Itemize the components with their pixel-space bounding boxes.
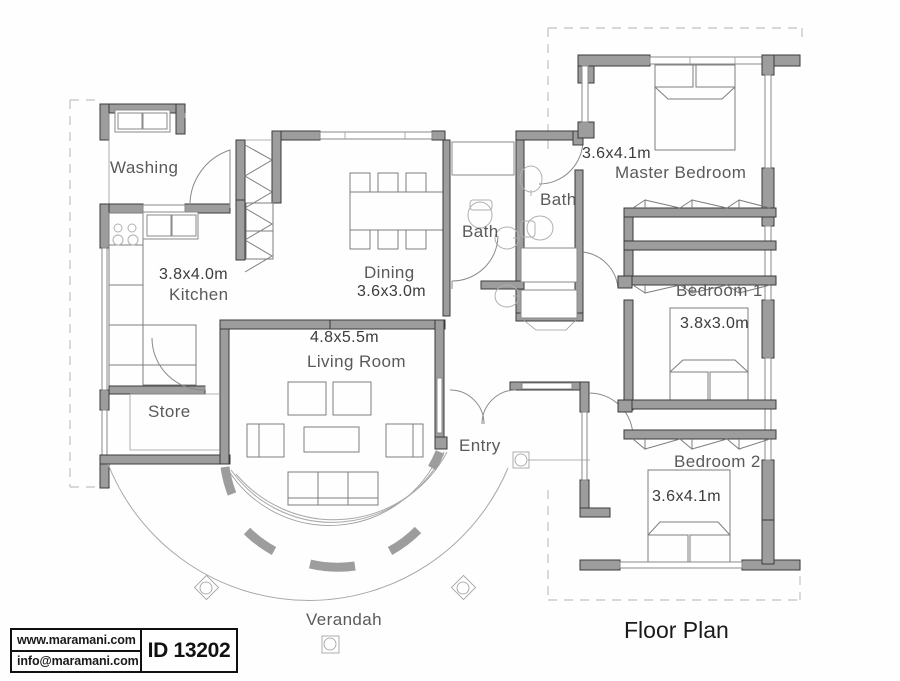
- branding-box: www.maramani.com info@maramani.com ID 13…: [10, 628, 238, 673]
- verandah: [107, 450, 509, 654]
- bathroom-core: [442, 134, 619, 331]
- entry-corridor: [449, 130, 634, 518]
- wardrobe-hangers-bedroom2: [632, 438, 771, 451]
- left-wing-walls: [99, 103, 231, 489]
- plan-id-label: ID 13202: [147, 638, 231, 662]
- wardrobe-hangers-bedroom1: [632, 284, 771, 294]
- column-marker-entry: [512, 451, 590, 469]
- right-wing-walls: [577, 54, 801, 571]
- verandah-column-markers: [193, 574, 477, 654]
- branding-urls: www.maramani.com info@maramani.com: [12, 630, 142, 671]
- email-label: info@maramani.com: [17, 654, 139, 669]
- central-block-walls: [219, 130, 451, 506]
- wardrobe-hangers-master: [632, 199, 771, 209]
- website-label: www.maramani.com: [12, 630, 140, 652]
- drawing-title: Floor Plan: [624, 617, 729, 643]
